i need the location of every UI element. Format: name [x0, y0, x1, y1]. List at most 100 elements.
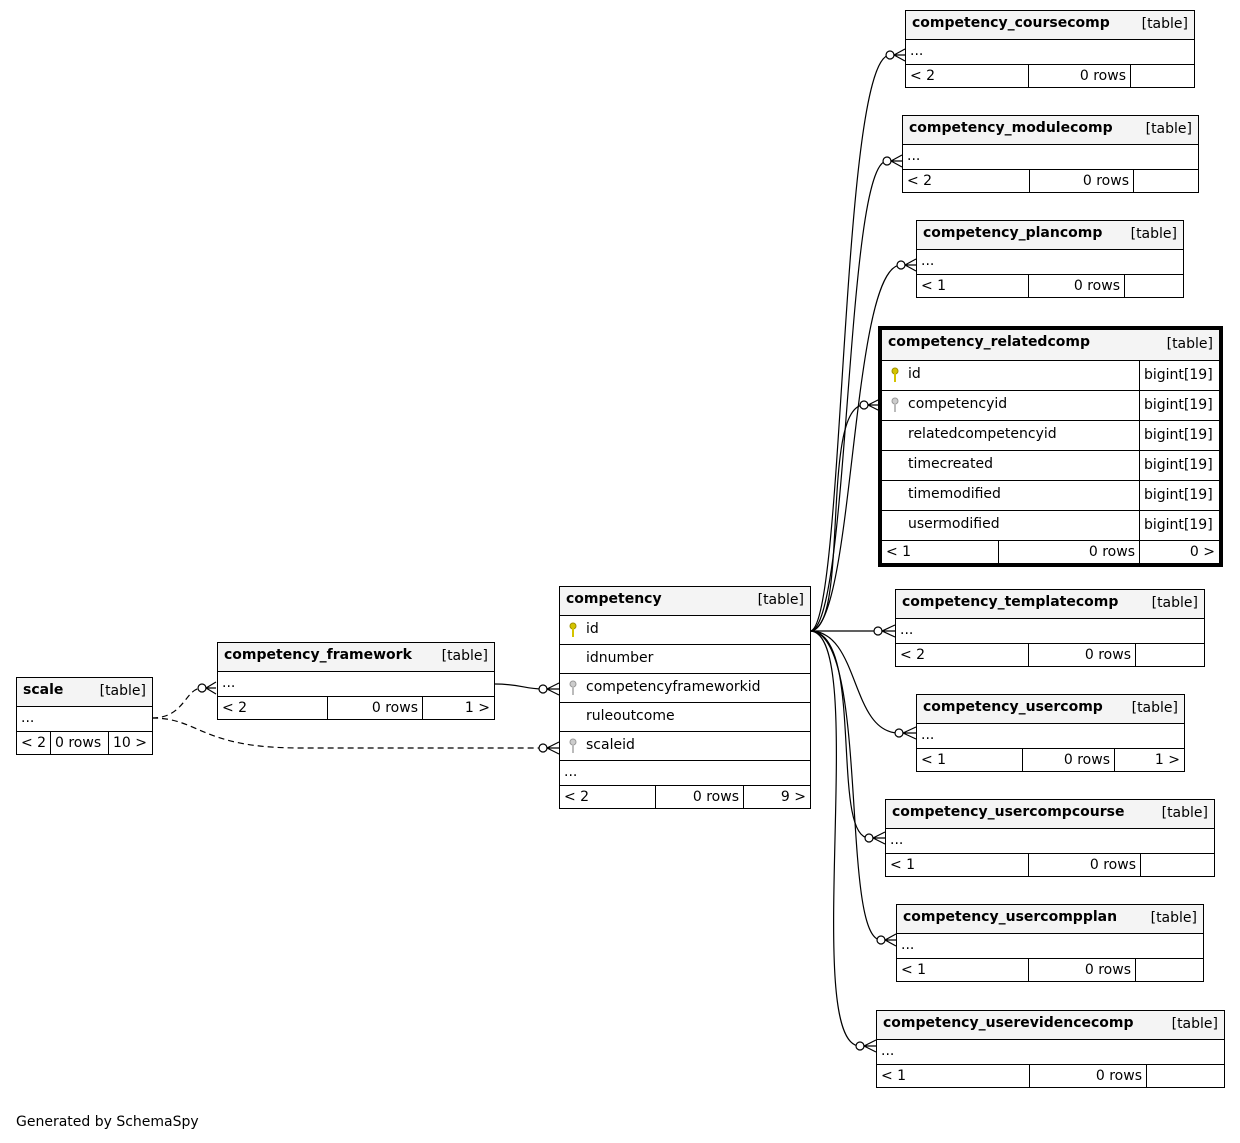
row-count: 0 rows [328, 697, 423, 719]
children-count[interactable] [1147, 1065, 1224, 1087]
column-name: id [908, 366, 921, 382]
table-footer: < 2 0 rows [896, 644, 1204, 666]
table-kind: [table] [1150, 910, 1197, 926]
columns-ellipsis: ... [877, 1040, 1224, 1065]
children-count[interactable]: 9 > [780, 789, 806, 805]
table-kind: [table] [99, 683, 146, 699]
column-type: bigint[19] [1139, 361, 1219, 390]
children-count[interactable]: 0 > [1189, 544, 1215, 560]
parents-count[interactable]: < 1 [917, 275, 1029, 297]
table-competency-usercomp[interactable]: competency_usercomp [table] ... < 1 0 ro… [916, 694, 1185, 772]
row-count: 0 rows [1023, 749, 1115, 771]
primary-key-icon [890, 367, 900, 387]
crowfoot-marker [881, 624, 896, 638]
row-count: 0 rows [1029, 854, 1141, 876]
column-row[interactable]: relatedcompetencyid bigint[19] [882, 421, 1219, 451]
parents-count[interactable]: < 1 [882, 541, 999, 563]
edge-competency-relatedcomp [809, 404, 865, 632]
column-row[interactable]: scaleid [560, 732, 810, 761]
columns-ellipsis: ... [906, 40, 1194, 65]
foreign-key-icon [568, 680, 578, 700]
row-count: 0 rows [1029, 644, 1136, 666]
column-row[interactable]: timecreated bigint[19] [882, 451, 1219, 481]
table-name: competency_templatecomp [902, 594, 1119, 610]
columns-ellipsis: ... [17, 707, 152, 732]
table-name: competency_usercompplan [903, 909, 1118, 925]
parents-count[interactable]: < 2 [906, 65, 1029, 87]
column-row[interactable]: competencyframeworkid [560, 674, 810, 703]
row-count: 0 rows [656, 786, 744, 808]
column-row[interactable]: id bigint[19] [882, 361, 1219, 391]
table-footer: < 1 0 rows [877, 1065, 1224, 1087]
column-row[interactable]: idnumber [560, 645, 810, 674]
children-count[interactable] [1136, 644, 1204, 666]
table-competency-relatedcomp[interactable]: competency_relatedcomp [table] id bigint… [878, 326, 1223, 567]
crowfoot-marker [904, 258, 917, 272]
parents-count[interactable]: < 1 [886, 854, 1029, 876]
children-count[interactable]: 1 > [1154, 752, 1180, 768]
table-competency-usercompplan[interactable]: competency_usercompplan [table] ... < 1 … [896, 904, 1204, 982]
column-name: relatedcompetencyid [908, 426, 1057, 442]
table-name: competency_relatedcomp [888, 334, 1090, 350]
table-competency-modulecomp[interactable]: competency_modulecomp [table] ... < 2 0 … [902, 115, 1199, 193]
table-competency-usercompcourse[interactable]: competency_usercompcourse [table] ... < … [885, 799, 1215, 877]
table-competency-userevidencecomp[interactable]: competency_userevidencecomp [table] ... … [876, 1010, 1225, 1088]
parents-count[interactable]: < 2 [896, 644, 1029, 666]
column-row[interactable]: usermodified bigint[19] [882, 511, 1219, 541]
columns-ellipsis: ... [560, 761, 810, 786]
crowfoot-marker [546, 741, 560, 755]
table-competency[interactable]: competency [table] id idnumber competenc… [559, 586, 811, 809]
row-count: 0 rows [999, 541, 1140, 563]
parents-count[interactable]: < 2 [17, 732, 51, 754]
table-header: competency_templatecomp [table] [896, 590, 1204, 619]
children-count[interactable]: 1 > [464, 700, 490, 716]
zero-marker [859, 400, 869, 410]
table-scale[interactable]: scale [table] ... < 2 0 rows 10 > [16, 677, 153, 755]
edge-scale-framework [151, 687, 203, 719]
column-row[interactable]: id [560, 616, 810, 645]
table-competency-templatecomp[interactable]: competency_templatecomp [table] ... < 2 … [895, 589, 1205, 667]
row-count: 0 rows [1030, 170, 1134, 192]
column-row[interactable]: competencyid bigint[19] [882, 391, 1219, 421]
column-name: scaleid [586, 737, 635, 753]
table-footer: < 2 0 rows 9 > [560, 786, 810, 808]
column-name: competencyid [908, 396, 1008, 412]
parents-count[interactable]: < 1 [897, 959, 1029, 981]
table-kind: [table] [1166, 336, 1213, 352]
parents-count[interactable]: < 2 [560, 786, 656, 808]
table-competency-framework[interactable]: competency_framework [table] ... < 2 0 r… [217, 642, 495, 720]
table-header: scale [table] [17, 678, 152, 707]
zero-marker [538, 684, 548, 694]
columns-ellipsis: ... [886, 829, 1214, 854]
table-kind: [table] [1141, 16, 1188, 32]
table-kind: [table] [1130, 226, 1177, 242]
children-count[interactable] [1134, 170, 1198, 192]
edge-competency-usercompplan [809, 630, 882, 941]
children-count[interactable] [1125, 275, 1183, 297]
parents-count[interactable]: < 1 [877, 1065, 1030, 1087]
columns-ellipsis: ... [903, 145, 1198, 170]
zero-marker [538, 743, 548, 753]
table-competency-plancomp[interactable]: competency_plancomp [table] ... < 1 0 ro… [916, 220, 1184, 298]
children-count[interactable] [1141, 854, 1214, 876]
table-header: competency_usercompcourse [table] [886, 800, 1214, 829]
children-count[interactable]: 10 > [113, 735, 147, 751]
parents-count[interactable]: < 2 [218, 697, 328, 719]
columns-ellipsis: ... [917, 724, 1184, 749]
column-row[interactable]: ruleoutcome [560, 703, 810, 732]
column-row[interactable]: timemodified bigint[19] [882, 481, 1219, 511]
columns-ellipsis: ... [218, 672, 494, 697]
column-name: timecreated [908, 456, 993, 472]
children-count[interactable] [1136, 959, 1203, 981]
row-count: 0 rows [1029, 275, 1125, 297]
parents-count[interactable]: < 2 [903, 170, 1030, 192]
edge-framework-competency [494, 683, 544, 690]
parents-count[interactable]: < 1 [917, 749, 1023, 771]
edge-competency-modulecomp [809, 160, 888, 632]
children-count[interactable] [1131, 65, 1194, 87]
table-name: competency [566, 591, 662, 607]
row-count: 0 rows [1029, 65, 1131, 87]
table-competency-coursecomp[interactable]: competency_coursecomp [table] ... < 2 0 … [905, 10, 1195, 88]
crowfoot-marker [884, 933, 897, 947]
table-header: competency_usercomp [table] [917, 695, 1184, 724]
